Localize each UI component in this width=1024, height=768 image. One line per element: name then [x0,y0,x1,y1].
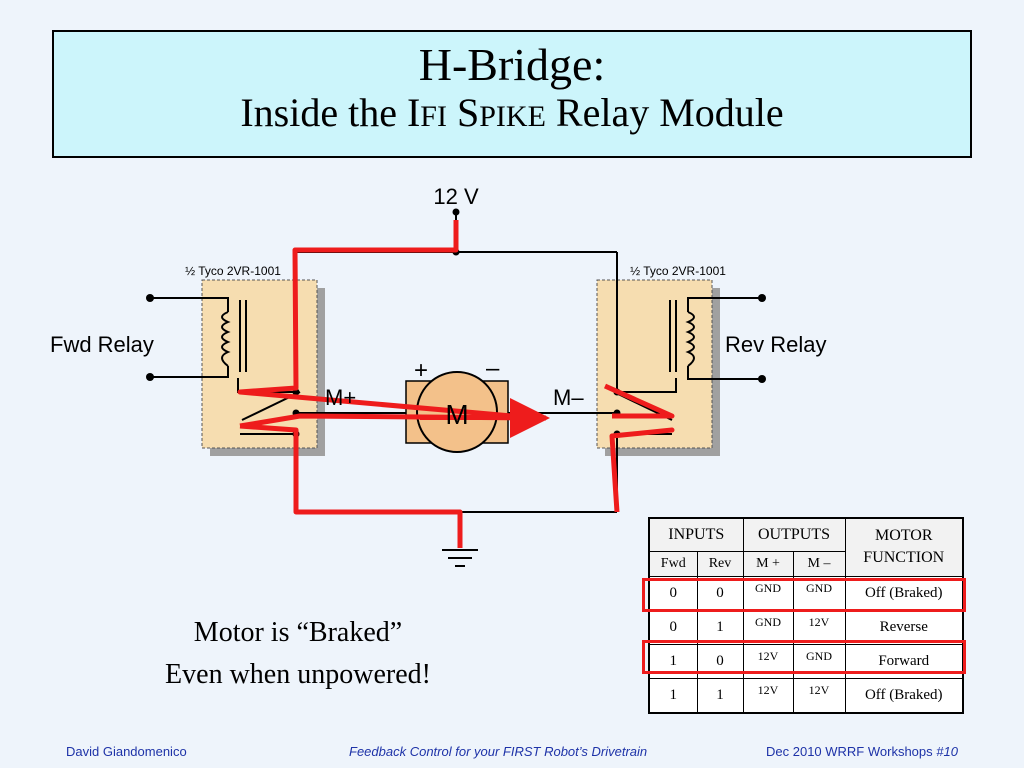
subheader-fwd: Fwd [648,550,698,577]
cell-rev: 1 [696,609,744,645]
caption-line-2: Even when unpowered! [165,659,431,690]
subheader-rev: Rev [696,550,744,577]
fwd-relay-part-label: ½ Tyco 2VR-1001 [185,264,281,278]
ground-icon [442,549,478,567]
cell-rev: 0 [696,575,744,611]
supply-label: 12 V [433,184,479,209]
title-part: Inside the I [240,90,421,135]
cell-m-plus: 12V [742,677,794,713]
table-row: 1 1 12V 12V Off (Braked) [648,677,964,713]
cell-m-plus: GND [742,575,794,611]
title-part-smallcaps: PIKE [479,100,546,133]
table-row: 0 1 GND 12V Reverse [648,609,964,645]
cell-m-minus: 12V [792,609,846,645]
m-minus-label: M– [553,385,584,410]
table-row: 0 0 GND GND Off (Braked) [648,575,964,611]
cell-fwd: 1 [648,677,698,713]
motor-label: M [445,399,468,430]
footer-event-text: Dec 2010 WRRF Workshops [766,744,937,759]
cell-m-minus: GND [792,575,846,611]
caption: Motor is “Braked” Even when unpowered! [118,612,478,696]
row-highlight-braked [642,578,966,612]
row-highlight-forward [642,640,966,674]
title-line-1: H-Bridge: [418,39,606,90]
fwd-relay-label: Fwd Relay [50,332,154,357]
rev-relay-part-label: ½ Tyco 2VR-1001 [630,264,726,278]
title-part: S [446,90,480,135]
header-inputs: INPUTS [648,517,744,552]
header-motor-function: MOTOR FUNCTION [844,517,964,577]
footer-slide-number: #10 [936,744,958,759]
cell-function: Reverse [844,609,964,645]
rev-relay-body [596,279,713,449]
plus-sign: + [414,357,428,384]
footer-event: Dec 2010 WRRF Workshops #10 [766,744,958,759]
footer-course: Feedback Control for your FIRST Robot’s … [349,744,648,759]
title-part-smallcaps: FI [420,100,447,133]
rev-relay-label: Rev Relay [725,332,826,357]
cell-function: Off (Braked) [844,677,964,713]
title-part: Relay Module [545,90,784,135]
subheader-m-minus: M – [792,550,846,577]
title-line-2: Inside the IFI SPIKE Relay Module [54,90,970,140]
cell-m-minus: 12V [792,677,846,713]
title-box: H-Bridge: Inside the IFI SPIKE Relay Mod… [52,30,972,158]
truth-table: INPUTS OUTPUTS MOTOR FUNCTION Fwd Rev M … [648,517,964,714]
cell-rev: 1 [696,677,744,713]
cell-function: Off (Braked) [844,575,964,611]
header-outputs: OUTPUTS [742,517,846,552]
subheader-m-plus: M + [742,550,794,577]
minus-sign: – [486,355,500,382]
cell-fwd: 0 [648,609,698,645]
footer-author: David Giandomenico [66,744,187,759]
caption-line-1: Motor is “Braked” [193,617,403,648]
m-plus-label: M+ [325,385,356,410]
cell-m-plus: GND [742,609,794,645]
coil-icon [221,300,695,372]
